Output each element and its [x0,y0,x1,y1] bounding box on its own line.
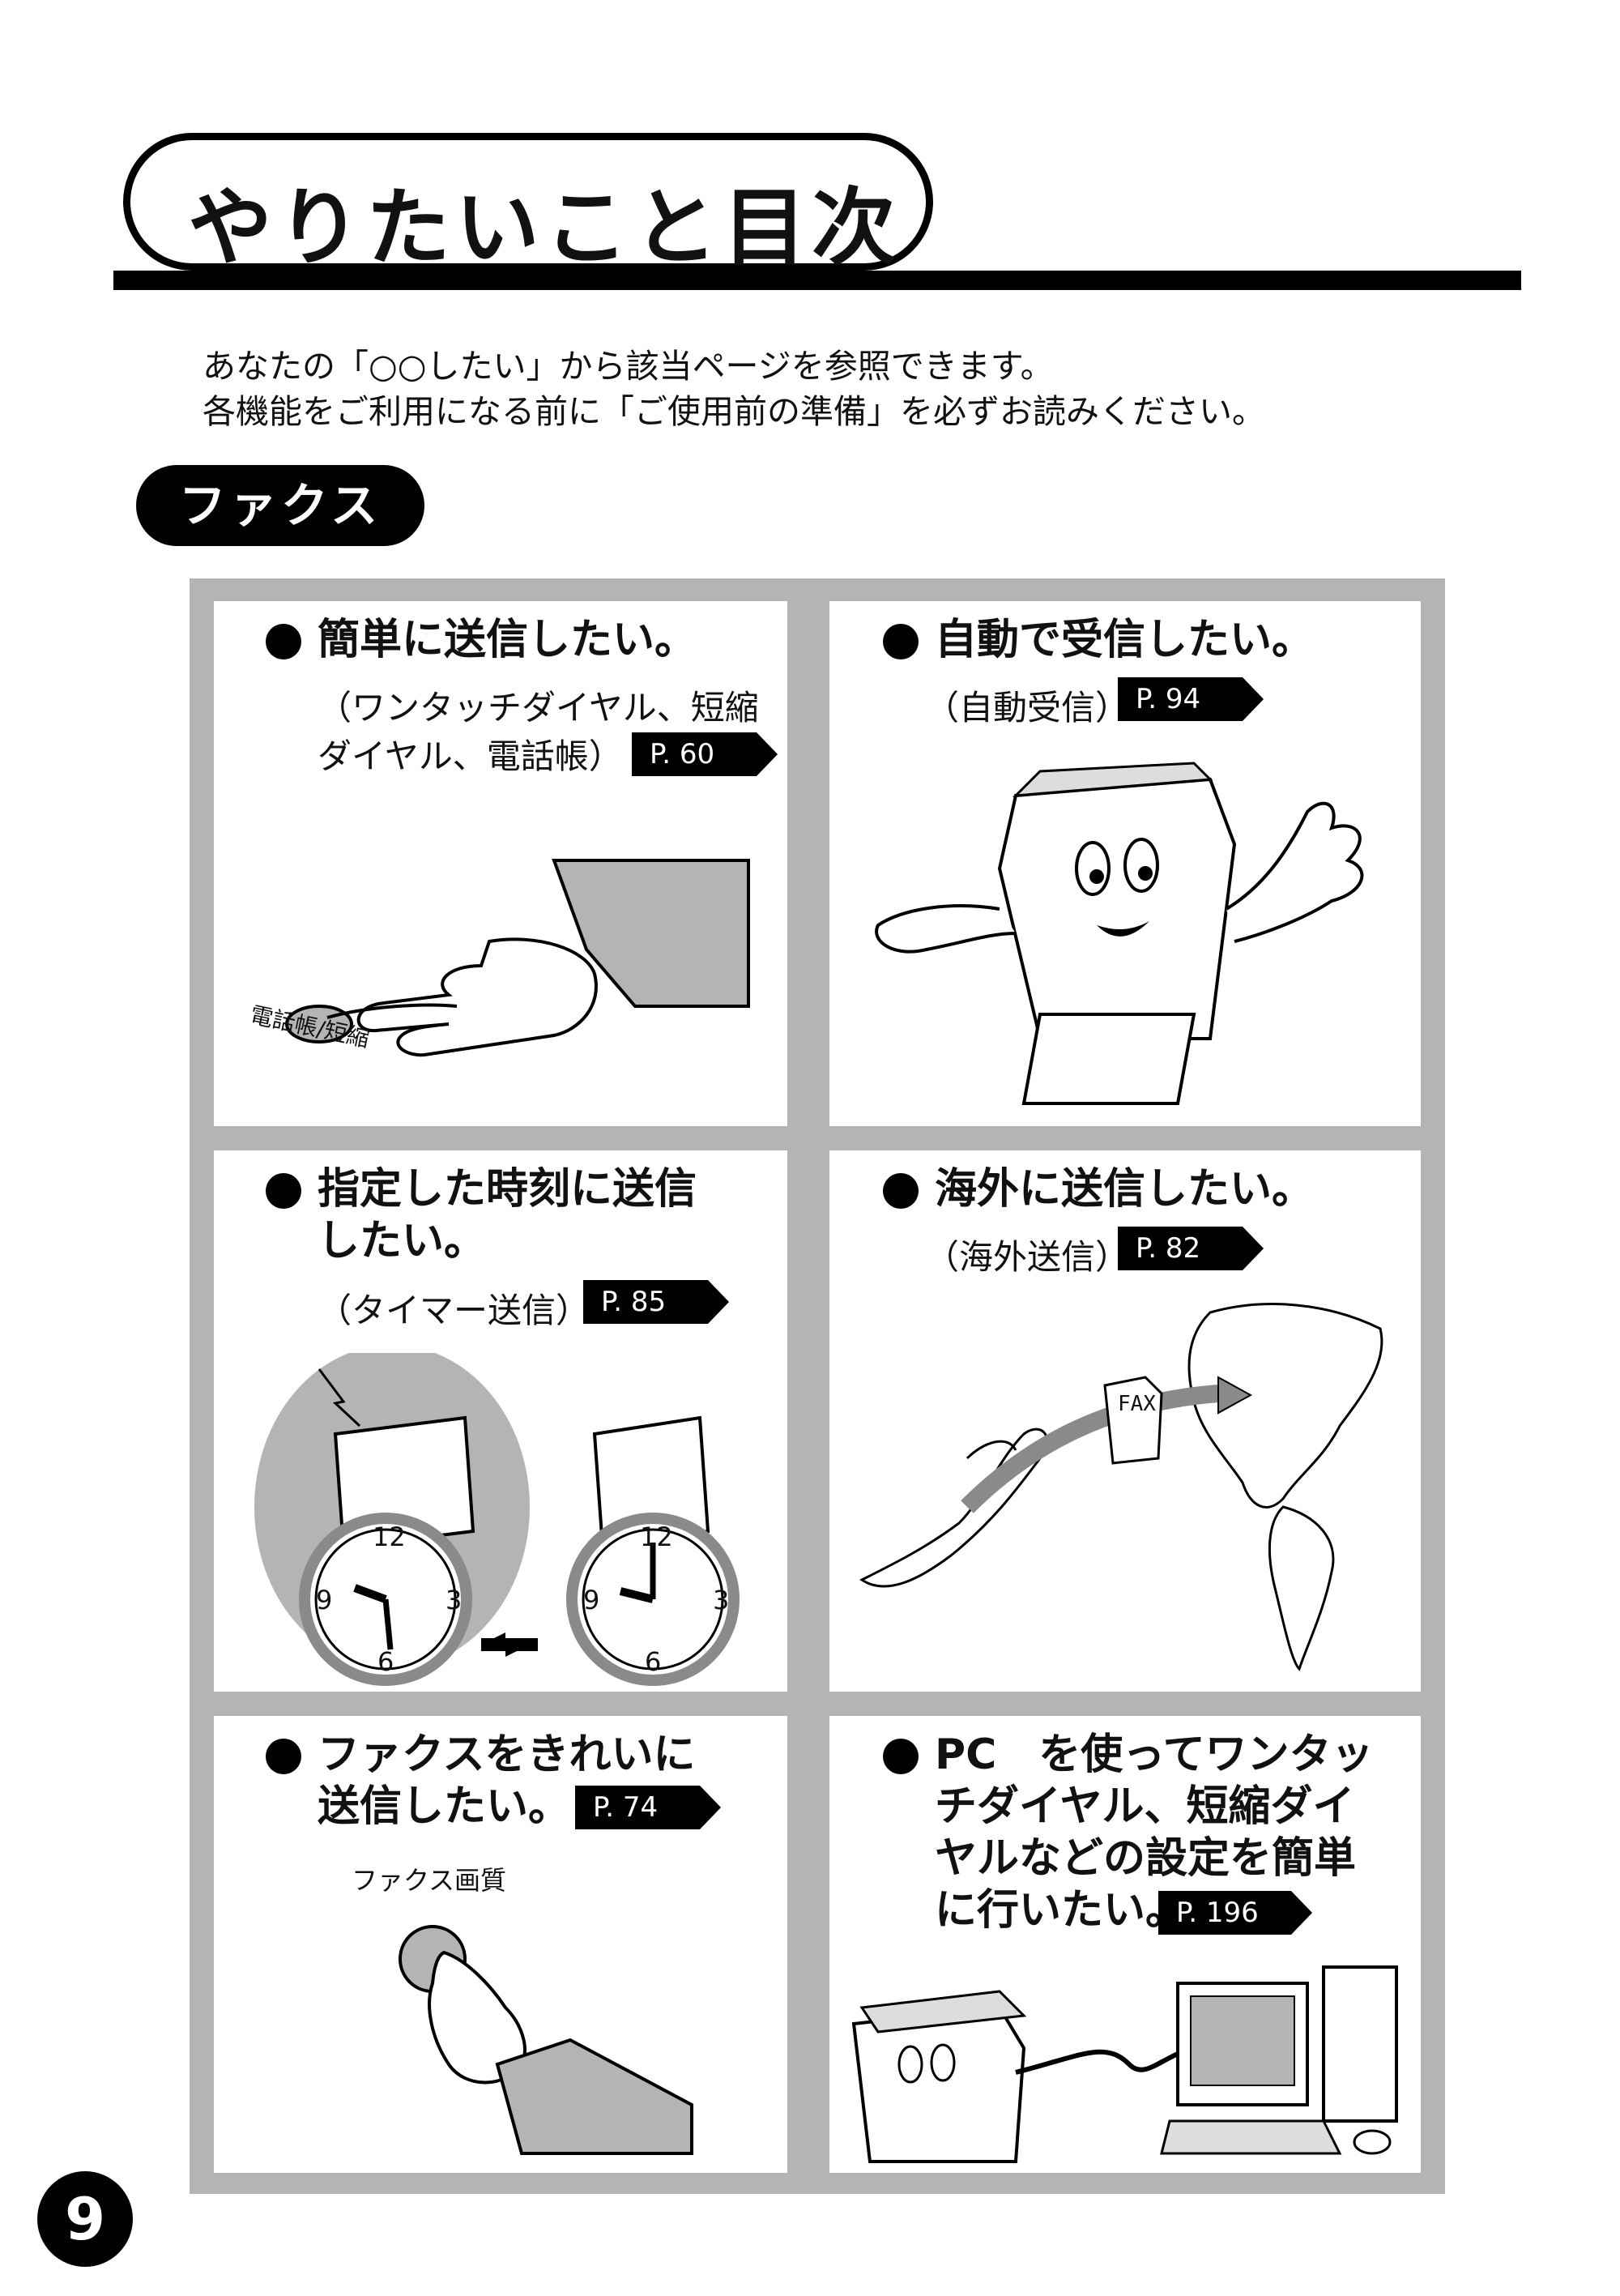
fax-machine-character-illustration [875,762,1364,1105]
bullet-icon [266,624,301,659]
bullet-icon [883,1739,919,1774]
page-ref-link[interactable]: P. 74 [575,1786,721,1829]
panel-subtext: （ワンタッチダイヤル、短縮 [318,688,759,728]
title-frame [123,133,933,271]
finger-pressing-button-illustration [399,1925,693,2155]
page-ref-link[interactable]: P. 94 [1118,677,1264,721]
fax-document-label: FAX [1118,1392,1156,1416]
fax-connected-to-pc-illustration [851,1965,1398,2163]
panel-subtext: （海外送信） [925,1237,1130,1277]
bullet-icon [883,1173,919,1209]
page-ref-link[interactable]: P. 196 [1158,1891,1312,1935]
panel-subtext: ダイヤル、電話帳） [318,736,623,776]
panel-heading: 指定した時刻に送信 [318,1165,697,1214]
page-ref-link[interactable]: P. 85 [583,1280,729,1324]
section-label: ファクス [136,465,424,546]
panel-heading: ヤルなどの設定を簡単 [935,1834,1357,1883]
clock-number: 6 [377,1646,394,1677]
clock-number: 9 [583,1585,600,1615]
button-label: ファクス画質 [352,1865,507,1896]
panel-heading: 海外に送信したい。 [935,1165,1315,1214]
feature-grid: 簡単に送信したい。 （ワンタッチダイヤル、短縮 ダイヤル、電話帳） P. 60 … [190,578,1445,2194]
panel-heading: ファクスをきれいに [318,1731,696,1779]
clock-number: 12 [373,1521,406,1552]
panel-auto-receive: 自動で受信したい。 （自動受信） P. 94 [829,601,1421,1126]
clock-icon [299,1513,472,1686]
panel-fax-quality: ファクスをきれいに 送信したい。 P. 74 ファクス画質 [214,1716,787,2173]
title-underline [113,271,1521,290]
hand-pressing-button-illustration [285,859,750,1057]
page-ref-link[interactable]: P. 60 [632,732,778,776]
panel-heading: 簡単に送信したい。 [318,616,697,664]
clock-number: 6 [645,1646,662,1677]
panel-pc-setup: PC を使ってワンタッ チダイヤル、短縮ダイ ヤルなどの設定を簡単 に行いたい。… [829,1716,1421,2173]
clock-icon [566,1513,740,1686]
panel-heading: 自動で受信したい。 [935,616,1315,664]
bullet-icon [266,1739,301,1774]
panel-subtext: （自動受信） [925,688,1130,728]
page-title: やりたいこと目次 [188,178,902,277]
page-number: 9 [37,2171,133,2267]
panel-subtext: （タイマー送信） [318,1291,590,1330]
panel-heading: したい。 [318,1217,487,1265]
panel-heading: 送信したい。 [318,1782,571,1831]
panel-heading: PC を使ってワンタッ [935,1731,1374,1779]
clock-number: 9 [316,1585,333,1615]
clock-number: 12 [640,1521,673,1552]
bullet-icon [883,624,919,659]
intro-line-2: 各機能をご利用になる前に「ご使用前の準備」を必ずお読みください。 [202,392,1265,431]
clock-number: 3 [713,1585,730,1615]
panel-heading: チダイヤル、短縮ダイ [935,1782,1355,1831]
page-ref-link[interactable]: P. 82 [1118,1227,1264,1270]
clock-number: 3 [446,1585,463,1615]
intro-line-1: あなたの「○○したい」から該当ページを参照できます。 [202,347,1054,386]
panel-timer-send: 指定した時刻に送信 したい。 （タイマー送信） P. 85 12 3 6 9 [214,1150,787,1692]
panel-quick-send: 簡単に送信したい。 （ワンタッチダイヤル、短縮 ダイヤル、電話帳） P. 60 … [214,601,787,1126]
world-map-illustration [859,1303,1383,1671]
panel-overseas-send: 海外に送信したい。 （海外送信） P. 82 FAX [829,1150,1421,1692]
bullet-icon [266,1173,301,1209]
panel-heading: に行いたい。 [935,1886,1188,1935]
